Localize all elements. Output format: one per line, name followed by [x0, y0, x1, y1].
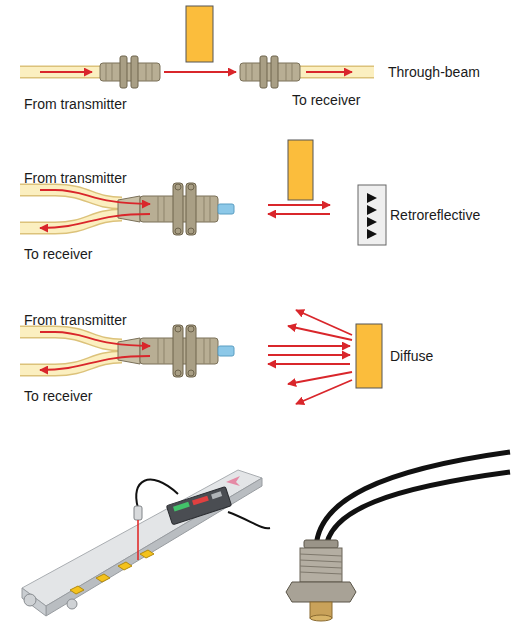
light-arrow: [40, 190, 150, 204]
optical-fiber: [20, 67, 102, 77]
diffuse-view: [20, 310, 382, 404]
conveyor-photo: [14, 436, 270, 626]
through-beam-view: [20, 6, 374, 88]
fiber-head-photo: [286, 452, 510, 621]
light-arrow: [40, 332, 150, 346]
light-arrow: [306, 71, 352, 73]
fiber-label: To receiver: [24, 246, 92, 262]
sensor-head: [118, 325, 234, 377]
scattered-light: [288, 310, 352, 404]
reflector: [358, 185, 386, 245]
fiber-label: From transmitter: [24, 312, 127, 328]
light-arrow: [40, 214, 150, 228]
light-beam: [268, 204, 330, 206]
target-object: [186, 6, 213, 62]
light-beam: [268, 213, 330, 215]
light-beam: [164, 71, 236, 73]
fiber-label: To receiver: [24, 388, 92, 404]
mode-name: Diffuse: [390, 348, 433, 364]
target-object: [288, 140, 313, 200]
retroreflective-view: [20, 140, 386, 245]
fiber-label: From transmitter: [24, 96, 127, 112]
fiber-label: From transmitter: [24, 170, 127, 186]
fiber-label: To receiver: [292, 92, 360, 108]
mode-name: Retroreflective: [390, 207, 480, 223]
optical-fiber: [20, 66, 102, 79]
sensor-head: [100, 56, 160, 88]
light-arrow: [40, 356, 150, 370]
optical-fiber: [298, 66, 374, 79]
light-beam: [268, 354, 350, 356]
target-object: [356, 324, 382, 388]
mode-name: Through-beam: [388, 64, 480, 80]
sensor-head: [118, 183, 234, 235]
light-arrow: [40, 71, 92, 73]
optical-fiber: [298, 67, 374, 77]
light-beam: [268, 363, 350, 365]
light-beam: [268, 345, 350, 347]
sensor-head: [240, 56, 300, 88]
